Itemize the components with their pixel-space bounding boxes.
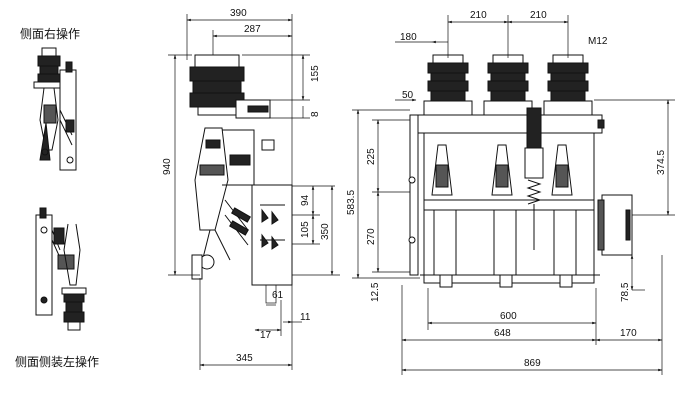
dim-17: 17 bbox=[260, 330, 272, 341]
pole-left bbox=[431, 144, 457, 288]
dim-170: 170 bbox=[620, 328, 637, 339]
dim-155: 155 bbox=[310, 65, 321, 82]
thumbnail-right-operation bbox=[33, 47, 77, 171]
dim-78-5: 78.5 bbox=[620, 282, 631, 302]
label-side-right-operation: 侧面右操作 bbox=[20, 26, 80, 41]
dim-180: 180 bbox=[400, 32, 417, 43]
dim-210-a: 210 bbox=[470, 10, 487, 21]
dim-50: 50 bbox=[402, 90, 414, 101]
dim-8: 8 bbox=[310, 111, 321, 117]
dim-270: 270 bbox=[366, 228, 377, 245]
dim-225: 225 bbox=[366, 148, 377, 165]
dim-210-b: 210 bbox=[530, 10, 547, 21]
dim-11: 11 bbox=[300, 312, 311, 323]
side-view-drawing bbox=[189, 54, 293, 304]
dim-287: 287 bbox=[244, 24, 261, 35]
dim-600: 600 bbox=[500, 311, 517, 322]
dim-869: 869 bbox=[524, 358, 541, 369]
label-m12: M12 bbox=[588, 36, 608, 47]
front-view-dimensions: 210 210 180 M12 50 225 583.5 270 12.5 37… bbox=[346, 10, 675, 375]
dim-105: 105 bbox=[300, 221, 311, 238]
side-view-dimensions: 390 287 155 8 940 94 105 350 61 bbox=[162, 8, 340, 370]
dim-61: 61 bbox=[272, 290, 284, 301]
label-side-left-operation: 侧面侧装左操作 bbox=[15, 354, 99, 369]
dim-390: 390 bbox=[230, 8, 247, 19]
dim-12-5: 12.5 bbox=[370, 282, 381, 302]
dim-345: 345 bbox=[236, 353, 253, 364]
dim-648: 648 bbox=[494, 328, 511, 339]
dim-374-5: 374.5 bbox=[656, 150, 667, 175]
dim-940: 940 bbox=[162, 158, 173, 175]
front-view-drawing bbox=[408, 54, 633, 288]
dim-583-5: 583.5 bbox=[346, 190, 357, 215]
thumbnail-left-operation bbox=[35, 207, 87, 331]
dim-350: 350 bbox=[320, 223, 331, 240]
dim-94: 94 bbox=[300, 194, 311, 206]
